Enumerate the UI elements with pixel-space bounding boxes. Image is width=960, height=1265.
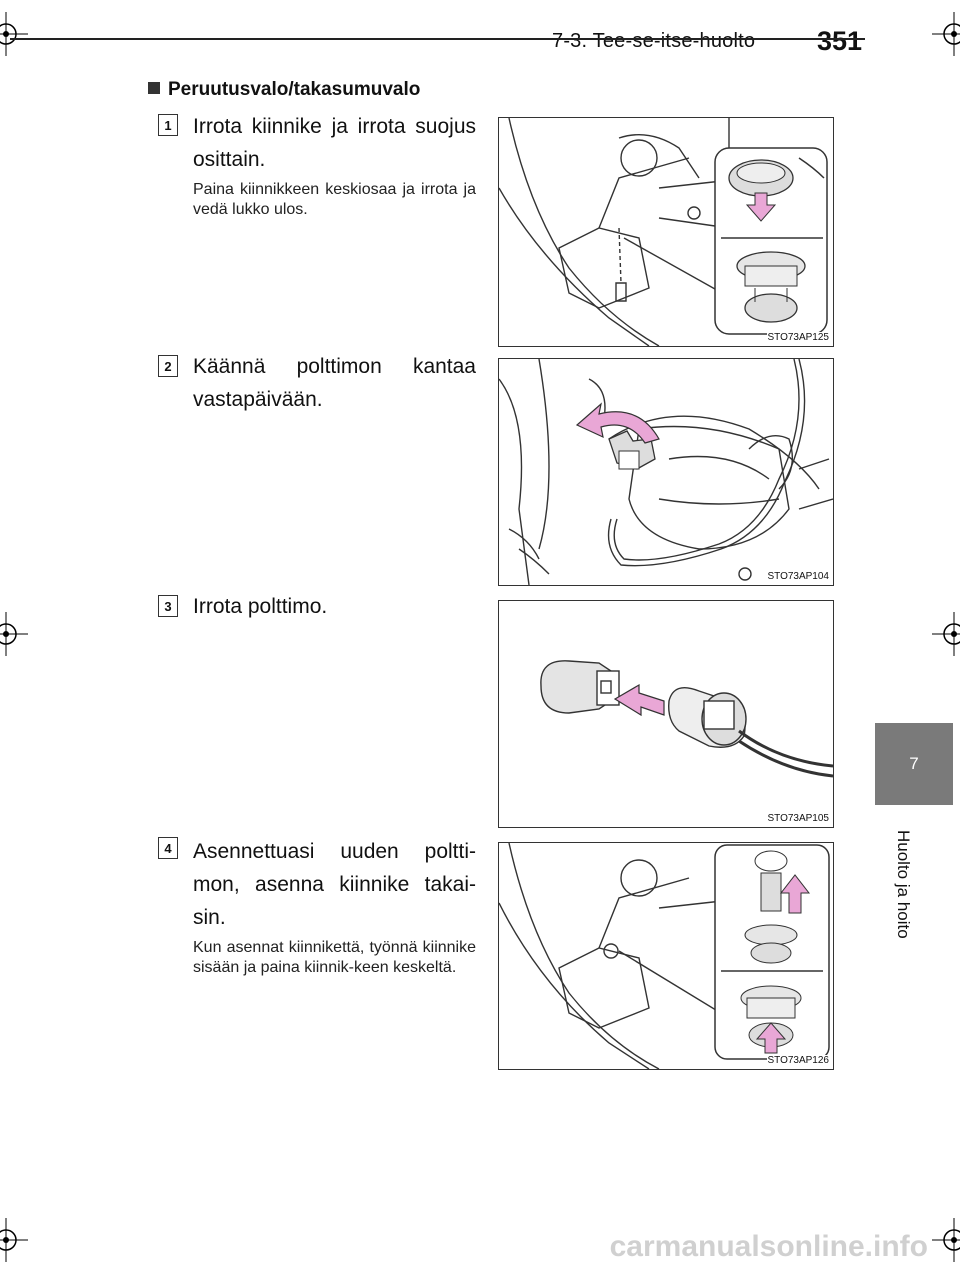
step-1-badge: 1 (158, 114, 178, 136)
figure-step-4: STO73AP126 (498, 842, 834, 1070)
figure-step-2-illustration (499, 359, 833, 585)
figure-step-4-code: STO73AP126 (767, 1055, 829, 1066)
step-4-text: Asennettuasi uuden poltti-mon, asenna ki… (193, 840, 476, 929)
chapter-tab: 7 (875, 723, 953, 805)
registration-mark-bottom-left (0, 1218, 28, 1262)
svg-text:carmanualsonline.info: carmanualsonline.info (610, 1230, 928, 1263)
registration-mark-bottom-right (932, 1218, 960, 1262)
step-3-badge: 3 (158, 595, 178, 617)
section-heading-text: Peruutusvalo/takasumuvalo (168, 79, 421, 100)
step-1-subtext: Paina kiinnikkeen keskiosaa ja irrota ja… (193, 181, 476, 218)
registration-mark-top-right (932, 12, 960, 56)
step-1-text: Irrota kiinnike ja irrota suojus osittai… (193, 115, 476, 171)
step-4-badge: 4 (158, 837, 178, 859)
figure-step-2-code: STO73AP104 (767, 571, 829, 582)
page-number: 351 (817, 26, 863, 56)
header-rule (10, 38, 865, 40)
figure-step-3-code: STO73AP105 (767, 813, 829, 824)
figure-step-4-illustration (499, 843, 830, 1069)
header-section-title: 7-3. Tee-se-itse-huolto (552, 30, 756, 52)
figure-step-3-illustration (540, 660, 833, 778)
registration-mark-mid-right (932, 612, 960, 656)
chapter-side-label: Huolto ja hoito (893, 830, 913, 950)
step-3-text: Irrota polttimo. (193, 595, 328, 618)
section-heading: Peruutusvalo/takasumuvalo (148, 79, 420, 101)
step-4-subtext: Kun asennat kiinnikettä, työnnä kiinnike… (193, 939, 476, 976)
registration-mark-top-left (0, 12, 28, 56)
figure-step-1: STO73AP125 (498, 117, 834, 347)
square-bullet-icon (148, 82, 160, 94)
chapter-side-label-text: Huolto ja hoito (894, 830, 913, 939)
watermark-logo: carmanualsonline.info (610, 1230, 928, 1263)
step-2-badge: 2 (158, 355, 178, 377)
figure-step-1-code: STO73AP125 (767, 332, 829, 343)
figure-step-1-illustration (499, 118, 828, 346)
registration-mark-mid-left (0, 612, 28, 656)
figure-step-3: STO73AP105 (498, 600, 834, 828)
figure-step-2: STO73AP104 (498, 358, 834, 586)
step-2-text: Käännä polttimon kantaa vastapäivään. (193, 355, 476, 411)
